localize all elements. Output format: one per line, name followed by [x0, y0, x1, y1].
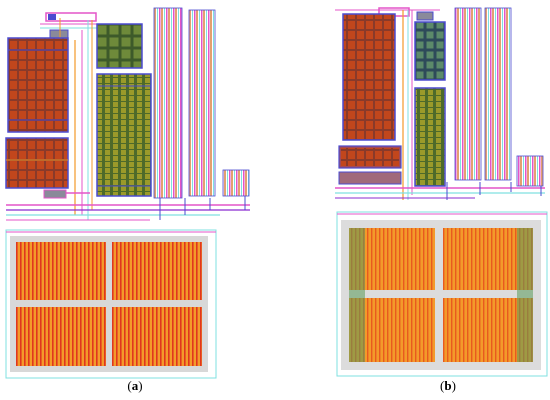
brown-cell-array-a-upper: [7, 37, 69, 133]
layout-panel-b: (b): [275, 0, 550, 400]
vertical-rails-a: [153, 7, 250, 199]
green-cell-array-b: [414, 21, 446, 81]
layout-panel-a: (a): [5, 7, 250, 393]
olive-cell-array-b: [414, 87, 446, 187]
brown-cell-array-a-lower: [5, 137, 69, 189]
vertical-rails-b: [454, 7, 544, 187]
routing-wires-b: [335, 10, 545, 200]
caption-a: (a): [127, 378, 143, 393]
power-array-a: [5, 229, 217, 379]
green-cell-array-a: [96, 23, 143, 69]
caption-b: (b): [440, 378, 456, 393]
olive-cell-array-a: [96, 73, 152, 197]
small-cell-array-b: [338, 145, 402, 185]
brown-cell-array-b: [342, 13, 396, 141]
layout-a-drawing: [5, 7, 250, 379]
routing-wires-a: [6, 20, 250, 221]
layout-b-drawing: [335, 7, 548, 377]
power-array-b: [336, 211, 548, 377]
